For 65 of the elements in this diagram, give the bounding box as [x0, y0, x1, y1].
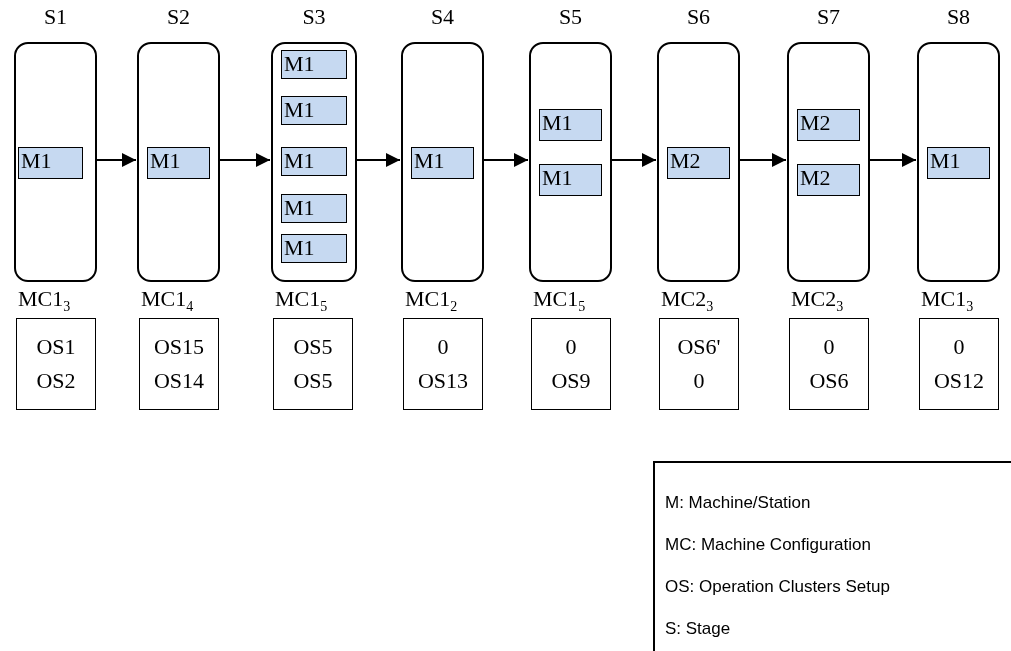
setup-text: 0: [437, 335, 449, 359]
setup-text: 0: [565, 335, 577, 359]
legend-text: M: Machine/Station: [665, 493, 811, 513]
arrow: [869, 153, 917, 167]
arrow: [483, 153, 529, 167]
setup-box: [273, 318, 353, 410]
setup-box: [919, 318, 999, 410]
configuration-label: MC1$_{4}$: [141, 286, 194, 317]
stage-label: S2: [165, 4, 192, 30]
setup-text: OS15: [153, 335, 205, 359]
machine-box: M1: [281, 194, 347, 223]
setup-text: OS14: [153, 369, 205, 393]
setup-text: OS13: [417, 369, 469, 393]
configuration-label: MC1$_{3}$: [921, 286, 974, 317]
arrow: [96, 153, 137, 167]
configuration-label: MC2$_{3}$: [791, 286, 844, 317]
machine-box: M1: [281, 147, 347, 176]
setup-box: [531, 318, 611, 410]
setup-text: OS6: [809, 369, 849, 393]
stage-label: S1: [42, 4, 69, 30]
setup-text: OS5: [293, 335, 333, 359]
configuration-label: MC2$_{3}$: [661, 286, 714, 317]
configuration-label: MC1$_{5}$: [275, 286, 328, 317]
machine-box: M1: [281, 96, 347, 125]
legend-text: MC: Machine Configuration: [665, 535, 871, 555]
setup-box: [16, 318, 96, 410]
machine-box: M1: [539, 109, 602, 141]
setup-text: OS5: [293, 369, 333, 393]
machine-box: M2: [667, 147, 730, 179]
configuration-label: MC1$_{3}$: [18, 286, 71, 317]
machine-box: M1: [147, 147, 210, 179]
legend-text: OS: Operation Clusters Setup: [665, 577, 890, 597]
machine-box: M1: [927, 147, 990, 179]
stage-label: S3: [301, 4, 327, 30]
setup-text: 0: [823, 335, 835, 359]
setup-box: [403, 318, 483, 410]
stage-label: S8: [945, 4, 972, 30]
machine-box: M2: [797, 109, 860, 141]
setup-text: 0: [953, 335, 965, 359]
setup-text: 0: [693, 369, 705, 393]
setup-box: [659, 318, 739, 410]
machine-box: M1: [539, 164, 602, 196]
legend-text: S: Stage: [665, 619, 731, 639]
stage-label: S4: [429, 4, 456, 30]
arrow: [739, 153, 787, 167]
setup-text: OS12: [933, 369, 985, 393]
machine-box: M1: [281, 50, 347, 79]
setup-box: [139, 318, 219, 410]
machine-box: M1: [411, 147, 474, 179]
configuration-label: MC1$_{5}$: [533, 286, 586, 317]
machine-box: M2: [797, 164, 860, 196]
stage-label: S7: [815, 4, 842, 30]
setup-text: OS1: [36, 335, 76, 359]
stage-label: S6: [685, 4, 712, 30]
machine-box: M1: [281, 234, 347, 263]
machine-box: M1: [18, 147, 83, 179]
arrow: [356, 153, 401, 167]
stage-label: S5: [557, 4, 584, 30]
configuration-label: MC1$_{2}$: [405, 286, 458, 317]
arrow: [219, 153, 271, 167]
setup-text: OS6': [677, 335, 721, 359]
setup-box: [789, 318, 869, 410]
setup-text: OS9: [551, 369, 591, 393]
setup-text: OS2: [36, 369, 76, 393]
arrow: [611, 153, 657, 167]
